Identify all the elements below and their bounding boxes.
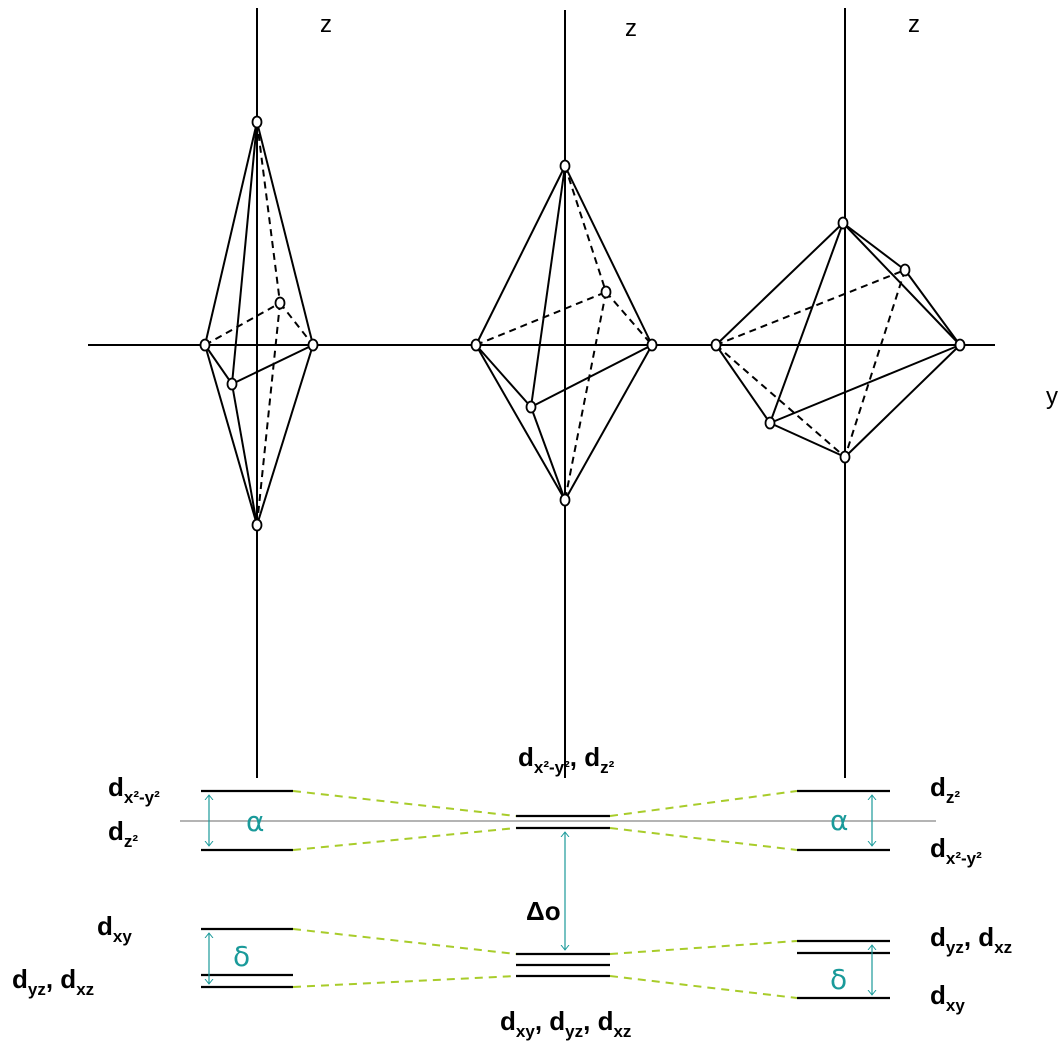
delta-label-left: δ xyxy=(233,940,250,973)
orbital-right-yz-xz: dyz, dxz xyxy=(930,922,1012,957)
level-connectors xyxy=(292,790,798,999)
delta-label-right: δ xyxy=(830,963,847,996)
orbital-left-x2y2: dx²-y² xyxy=(108,772,160,807)
z-axis-label-right: z xyxy=(908,11,920,38)
orbital-middle-eg: dx²-y², dz² xyxy=(518,742,615,777)
axes xyxy=(88,8,995,778)
orbital-left-z2: dz² xyxy=(108,816,138,851)
orbital-left-yz-xz: dyz, dxz xyxy=(12,964,94,999)
orbital-right-z2: dz² xyxy=(930,772,960,807)
alpha-label-right: α xyxy=(830,804,848,837)
alpha-label-left: α xyxy=(246,805,264,838)
orbital-right-xy: dxy xyxy=(930,980,965,1015)
splitting-arrows xyxy=(209,795,872,995)
z-axis-label-left: z xyxy=(320,11,332,38)
delta-o-label: Δo xyxy=(526,896,561,926)
octahedron-regular xyxy=(470,159,658,507)
orbital-right-x2y2: dx²-y² xyxy=(930,833,982,868)
energy-levels xyxy=(201,789,890,1000)
octahedron-compressed xyxy=(710,216,966,464)
orbital-left-xy: dxy xyxy=(97,911,132,946)
y-axis-label: y xyxy=(1046,383,1058,410)
orbital-middle-t2g: dxy, dyz, dxz xyxy=(500,1006,631,1041)
octahedron-elongated xyxy=(199,115,319,532)
z-axis-label-middle: z xyxy=(625,15,637,42)
